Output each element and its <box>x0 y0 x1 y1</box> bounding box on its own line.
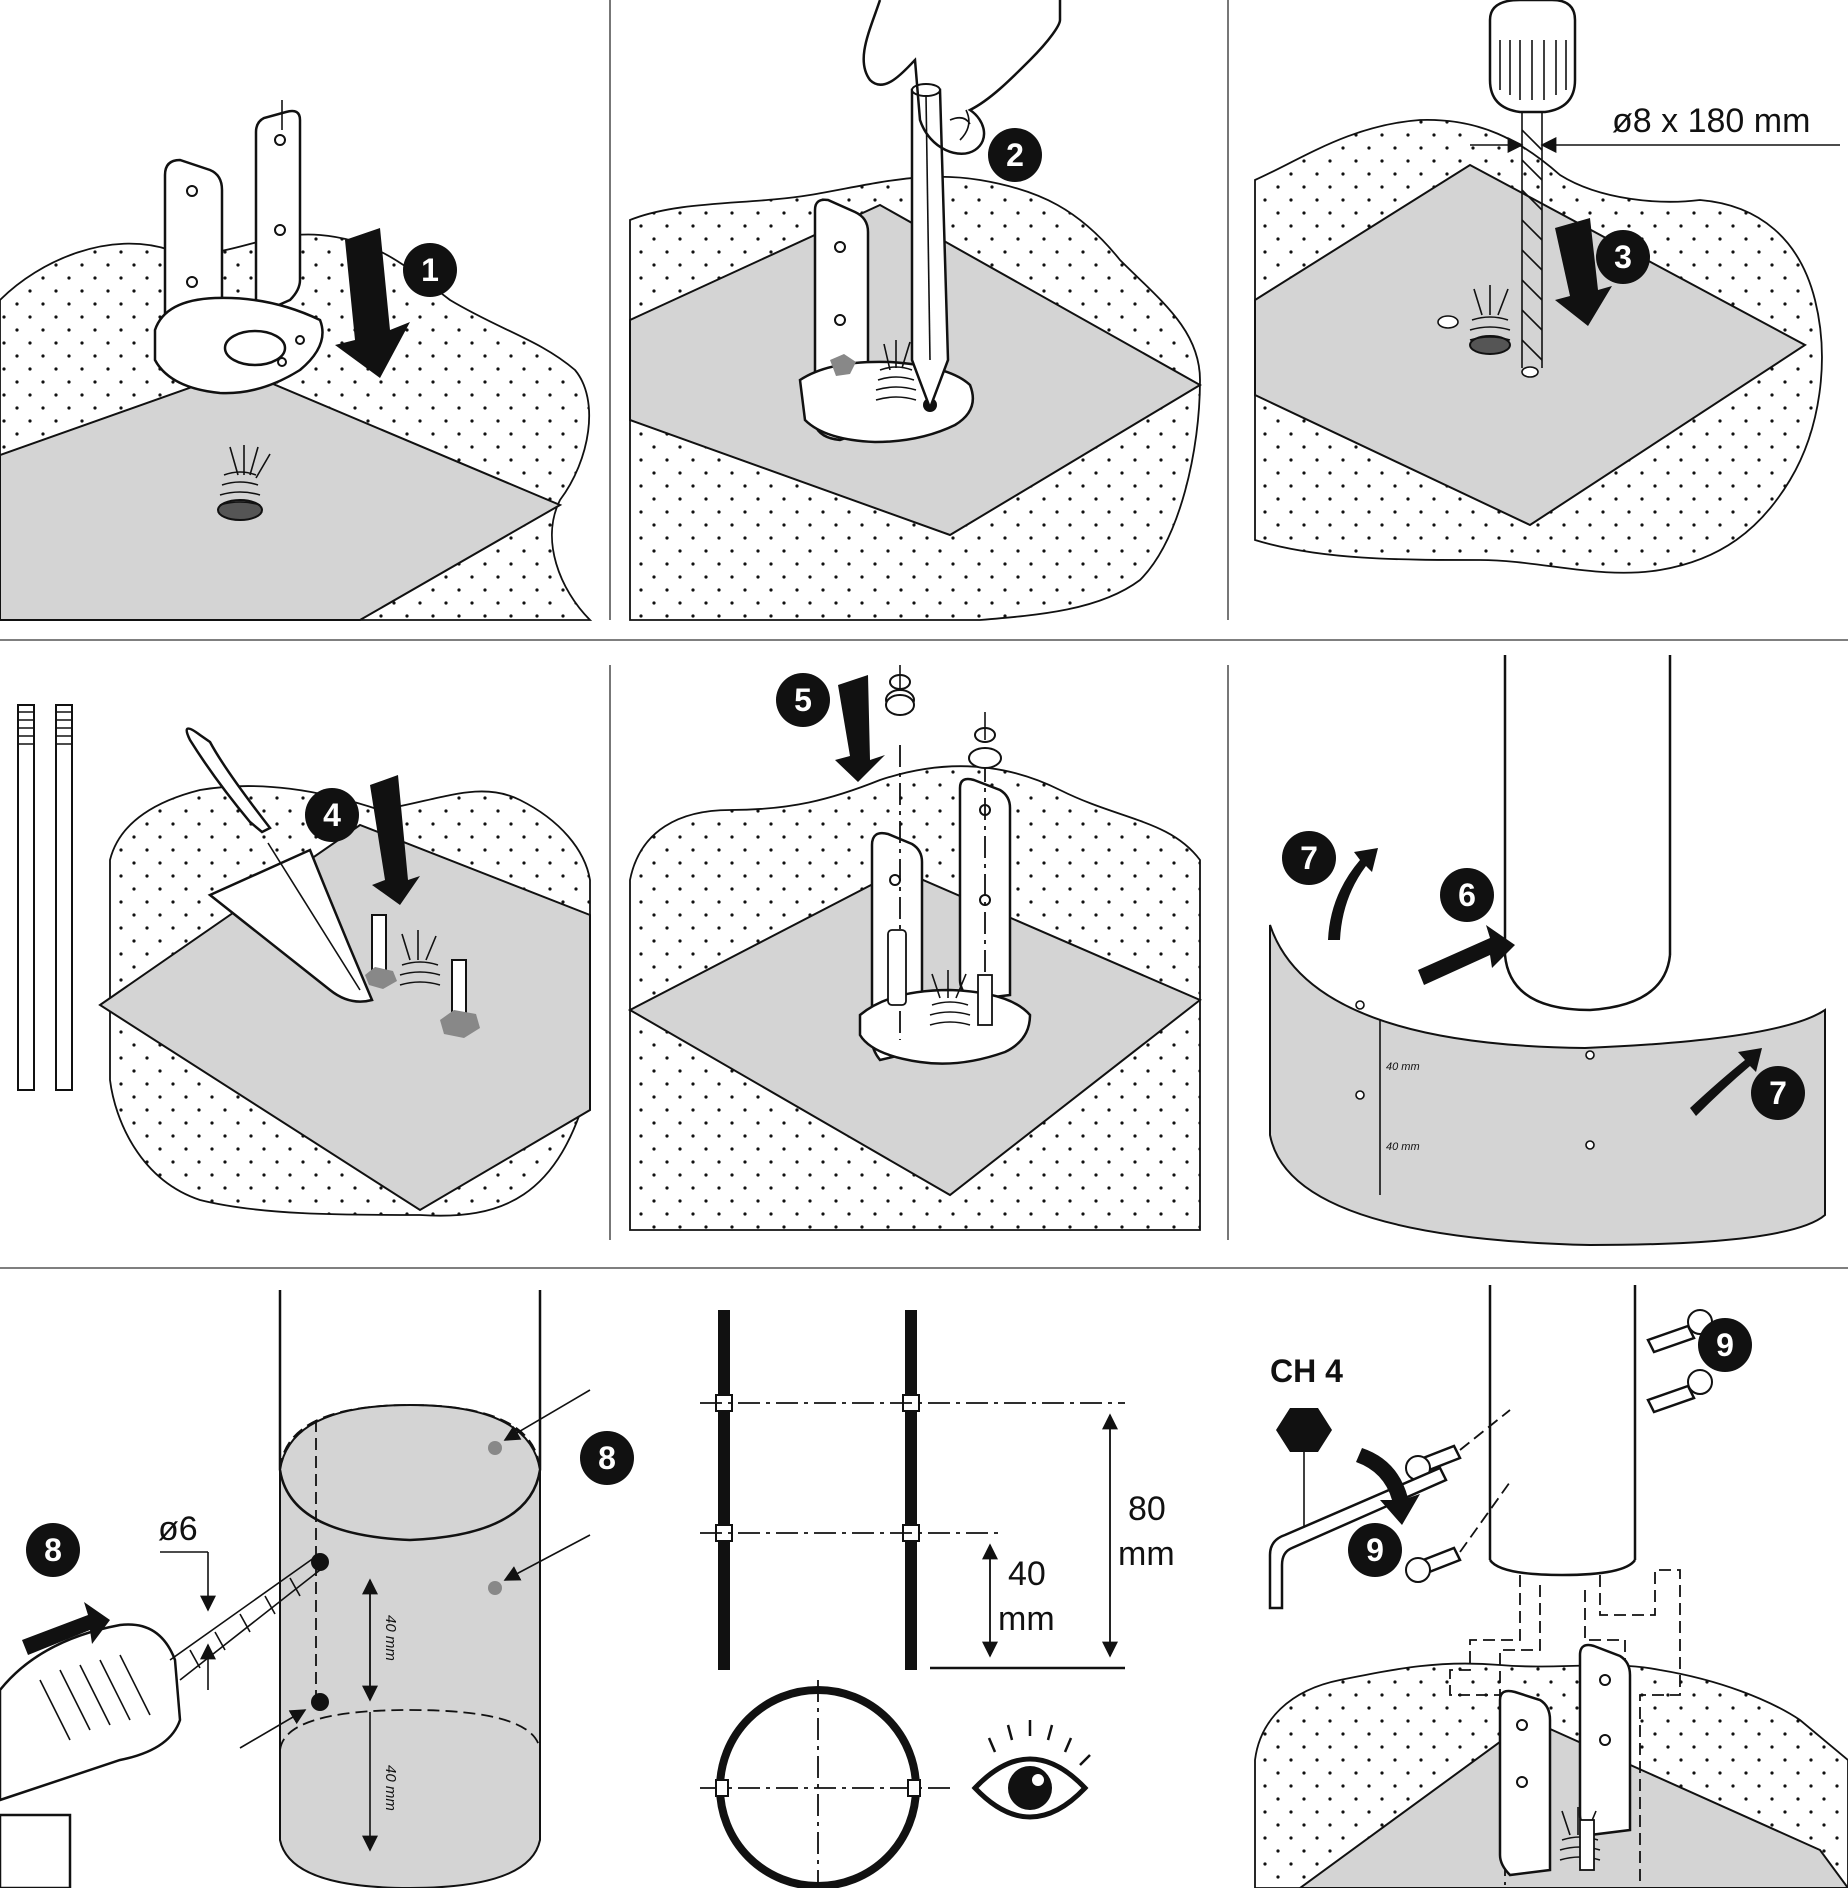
bracket-icon <box>153 100 324 395</box>
svg-text:40 mm: 40 mm <box>1386 1061 1420 1073</box>
step-badge-7-left: 7 <box>1282 831 1336 885</box>
screw-icon <box>1405 1309 1713 1583</box>
down-arrow-icon <box>1555 218 1612 326</box>
svg-text:8: 8 <box>598 1440 616 1476</box>
svg-text:40 mm: 40 mm <box>1386 1141 1420 1153</box>
step-badge-9-top: 9 <box>1698 1318 1752 1372</box>
svg-text:mm: mm <box>1118 1535 1175 1573</box>
cable-conduit <box>399 930 441 986</box>
panel-hole-dimensions: 80 mm 40 mm <box>700 1310 1175 1888</box>
step-badge-7-right: 7 <box>1751 1066 1805 1120</box>
pencil-icon <box>910 83 950 412</box>
pole-icon <box>1503 655 1672 1012</box>
svg-text:ø6: ø6 <box>158 1510 198 1548</box>
panel-step-5: 5 <box>627 665 1202 1231</box>
drill-icon <box>0 1554 321 1888</box>
svg-text:8: 8 <box>44 1532 62 1568</box>
down-arrow-icon <box>835 675 885 782</box>
panel-step-6-7: 40 mm 40 mm 6 7 7 <box>1269 655 1826 1247</box>
panel-step-9: CH 4 9 9 <box>1254 1285 1848 1888</box>
cable-conduit <box>929 970 971 1026</box>
curve-arrow-icon <box>1328 848 1378 940</box>
tube-cross-section <box>700 1680 950 1888</box>
svg-text:ø8 x 180 mm: ø8 x 180 mm <box>1612 102 1810 140</box>
svg-text:2: 2 <box>1006 137 1024 173</box>
svg-text:9: 9 <box>1366 1532 1384 1568</box>
step-badge-9-bottom: 9 <box>1348 1523 1402 1577</box>
svg-text:5: 5 <box>794 682 812 718</box>
svg-text:7: 7 <box>1300 840 1318 876</box>
cable-conduit <box>1437 285 1539 378</box>
anchor-rods <box>365 914 480 1038</box>
threaded-rods <box>17 704 73 1091</box>
step-badge-1: 1 <box>403 243 457 297</box>
panel-step-8: 40 mm 40 mm 8 ø6 8 <box>0 1290 634 1888</box>
eye-icon <box>971 1720 1091 1820</box>
dimension-drill-spec: ø8 x 180 mm <box>1470 102 1840 153</box>
panel-step-3: ø8 x 180 mm 3 <box>1254 0 1840 574</box>
svg-text:1: 1 <box>421 252 439 288</box>
svg-text:80: 80 <box>1128 1490 1166 1528</box>
svg-text:9: 9 <box>1716 1327 1734 1363</box>
hand-icon <box>862 0 1062 155</box>
svg-text:mm: mm <box>998 1600 1055 1638</box>
step-badge-4: 4 <box>305 788 359 842</box>
step-badge-3: 3 <box>1596 230 1650 284</box>
nut-washer-icon <box>885 665 1002 769</box>
grid-dividers <box>0 0 1848 1269</box>
cable-conduit <box>875 340 917 401</box>
svg-text:4: 4 <box>323 797 341 833</box>
svg-text:7: 7 <box>1769 1075 1787 1111</box>
svg-text:CH 4: CH 4 <box>1270 1353 1343 1389</box>
panel-step-4: 4 <box>17 704 591 1217</box>
step-badge-2: 2 <box>988 128 1042 182</box>
trowel-icon <box>185 727 374 1003</box>
step-badge-5: 5 <box>776 673 830 727</box>
panel-step-1: 1 <box>0 100 593 621</box>
svg-text:40: 40 <box>1008 1555 1046 1593</box>
push-arrow-icon <box>22 1602 110 1655</box>
drill-icon <box>1488 0 1577 368</box>
hex-key-icon: CH 4 <box>1268 1353 1448 1610</box>
step-badge-8-left: 8 <box>26 1523 80 1577</box>
down-arrow-icon <box>370 775 420 905</box>
push-arrow-icon <box>1418 925 1515 985</box>
protective-sleeve-sheet: 40 mm 40 mm <box>1269 924 1826 1247</box>
step-badge-8-right: 8 <box>580 1431 634 1485</box>
rotate-arrow-icon <box>1356 1448 1420 1525</box>
curve-arrow-icon <box>1690 1048 1762 1116</box>
step-badge-6: 6 <box>1440 868 1494 922</box>
pole-icon: 40 mm 40 mm <box>239 1290 591 1888</box>
panel-step-2: 2 <box>629 0 1202 621</box>
svg-text:40 mm: 40 mm <box>382 1765 399 1811</box>
svg-text:6: 6 <box>1458 877 1476 913</box>
svg-text:3: 3 <box>1614 239 1632 275</box>
down-arrow-icon <box>335 228 410 378</box>
bracket-icon <box>1498 1643 1632 1877</box>
cable-conduit <box>217 445 271 521</box>
dimension-drill-bit: ø6 <box>158 1510 216 1690</box>
svg-text:40 mm: 40 mm <box>382 1615 399 1661</box>
bracket-icon <box>858 745 1032 1065</box>
